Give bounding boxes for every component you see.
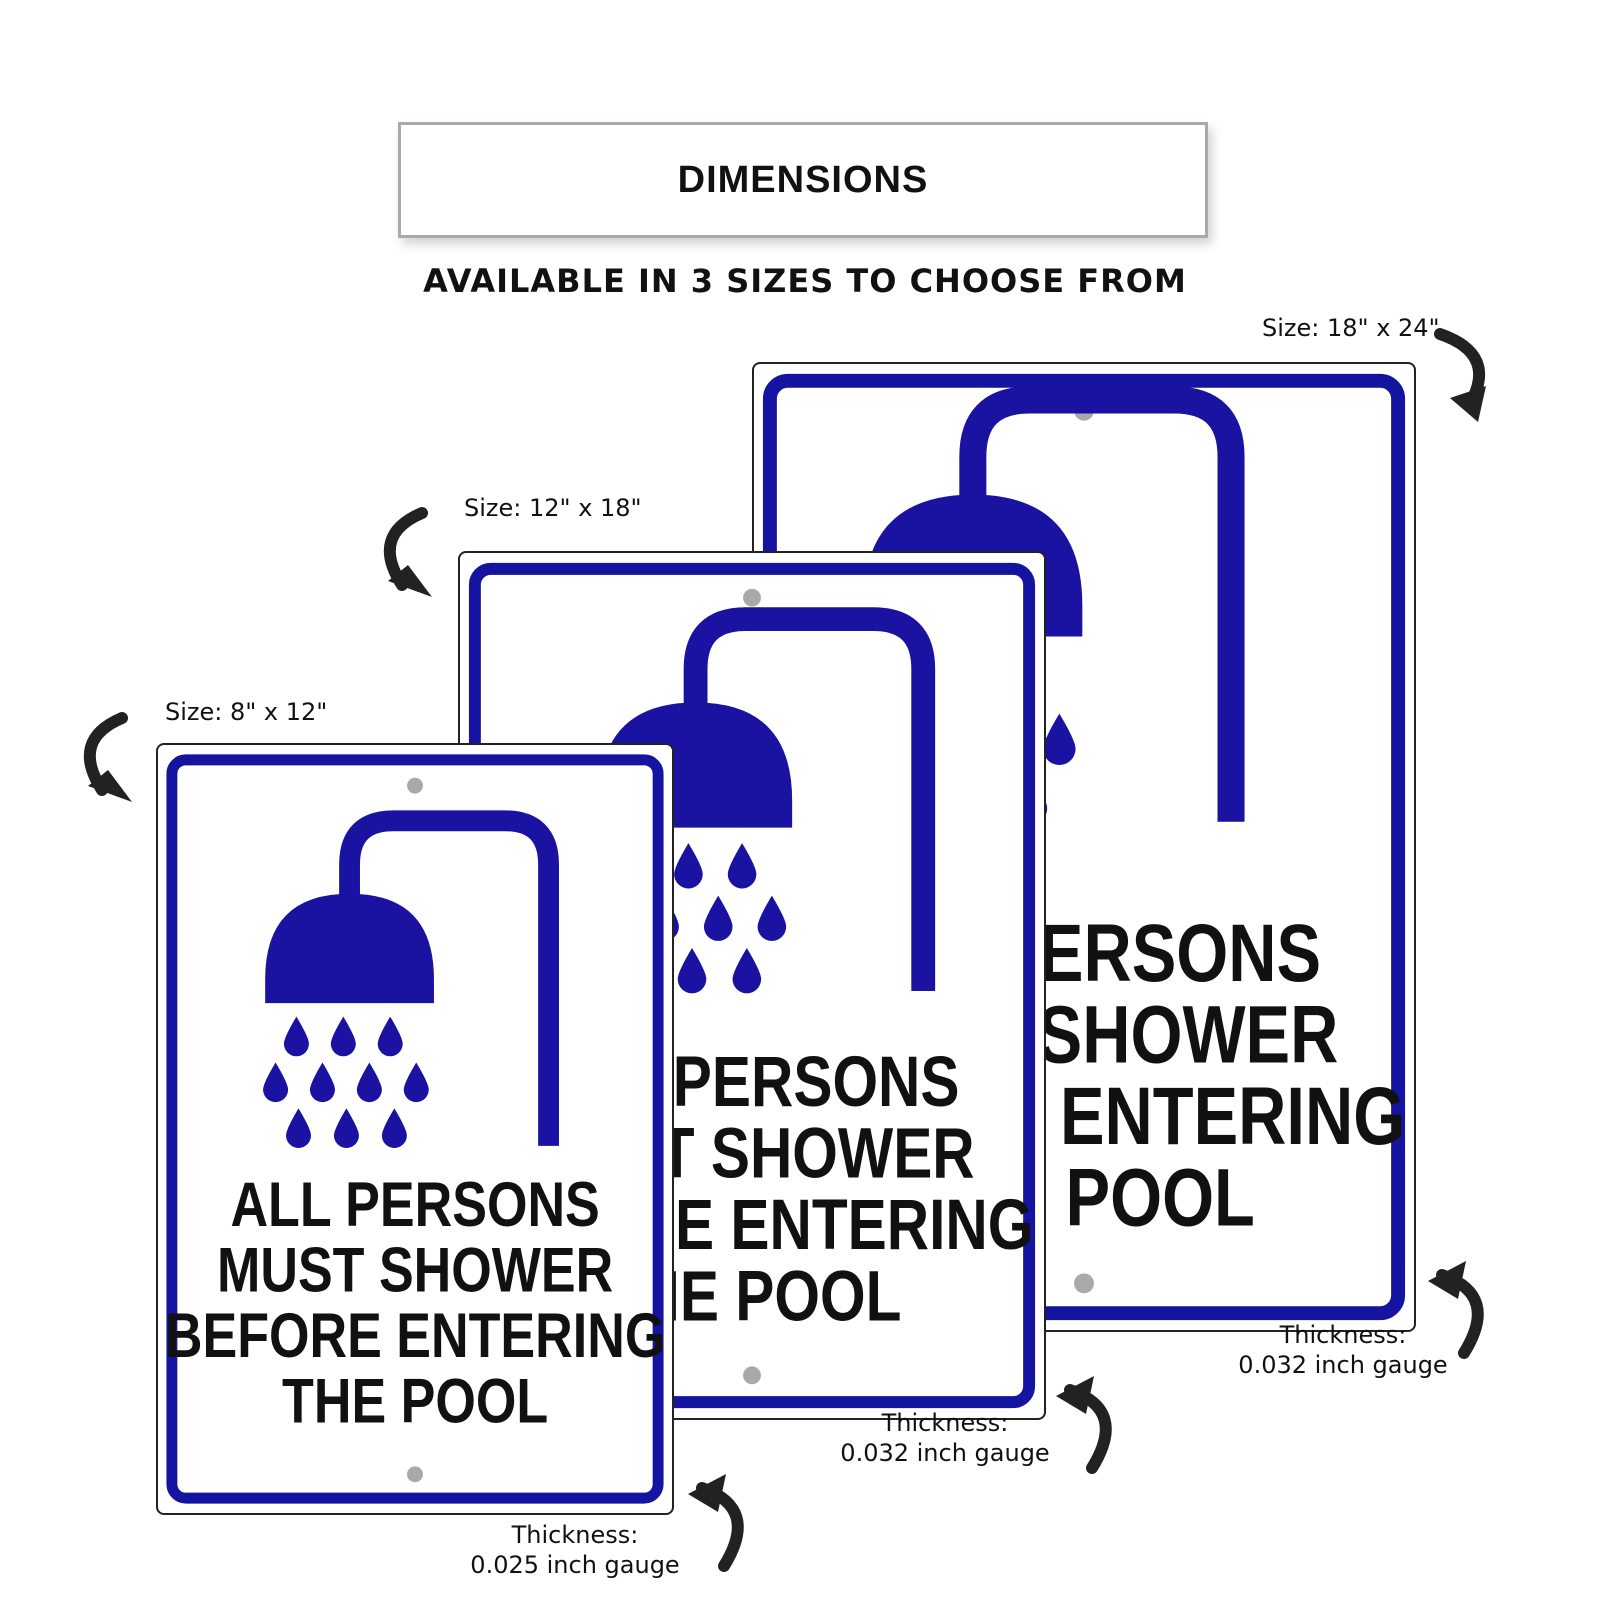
thickness-label-medium: Thickness: 0.032 inch gauge [820, 1408, 1070, 1468]
curved-arrow-icon [1428, 1261, 1484, 1359]
sign-small-line-1: ALL PERSONS [230, 1169, 599, 1240]
dimensions-title-box: DIMENSIONS [398, 122, 1208, 238]
thickness-title-large: Thickness: [1279, 1321, 1407, 1349]
size-label-medium: Size: 12" x 18" [464, 494, 642, 522]
curved-arrow-icon [1434, 328, 1486, 422]
sign-large: ALL PERSONS MUST SHOWER BEFORE ENTERING … [752, 362, 1416, 1332]
curved-arrow-icon [383, 507, 432, 597]
thickness-label-large: Thickness: 0.032 inch gauge [1218, 1320, 1468, 1380]
curved-arrow-icon [1056, 1376, 1112, 1474]
shower-icon [263, 810, 559, 1148]
curved-arrow-icon [688, 1474, 744, 1572]
gauge-value-large: 0.032 inch gauge [1238, 1351, 1448, 1379]
size-label-small: Size: 8" x 12" [165, 698, 328, 726]
dimensions-title: DIMENSIONS [677, 158, 929, 201]
sign-small-line-2: MUST SHOWER [217, 1235, 613, 1306]
sign-small-line-3: BEFORE ENTERING [165, 1300, 665, 1371]
curved-arrow-icon [83, 712, 132, 802]
gauge-value-small: 0.025 inch gauge [470, 1551, 680, 1579]
sign-small: ALL PERSONS MUST SHOWER BEFORE ENTERING … [156, 743, 674, 1515]
sign-small-line-4: THE POOL [282, 1366, 548, 1437]
thickness-label-small: Thickness: 0.025 inch gauge [450, 1520, 700, 1580]
thickness-title-small: Thickness: [511, 1521, 639, 1549]
size-label-large: Size: 18" x 24" [1262, 314, 1440, 342]
thickness-title-medium: Thickness: [881, 1409, 1009, 1437]
sign-small-graphic: ALL PERSONS MUST SHOWER BEFORE ENTERING … [165, 754, 665, 1504]
sizes-subtitle: AVAILABLE IN 3 SIZES TO CHOOSE FROM [423, 262, 1187, 300]
gauge-value-medium: 0.032 inch gauge [840, 1439, 1050, 1467]
